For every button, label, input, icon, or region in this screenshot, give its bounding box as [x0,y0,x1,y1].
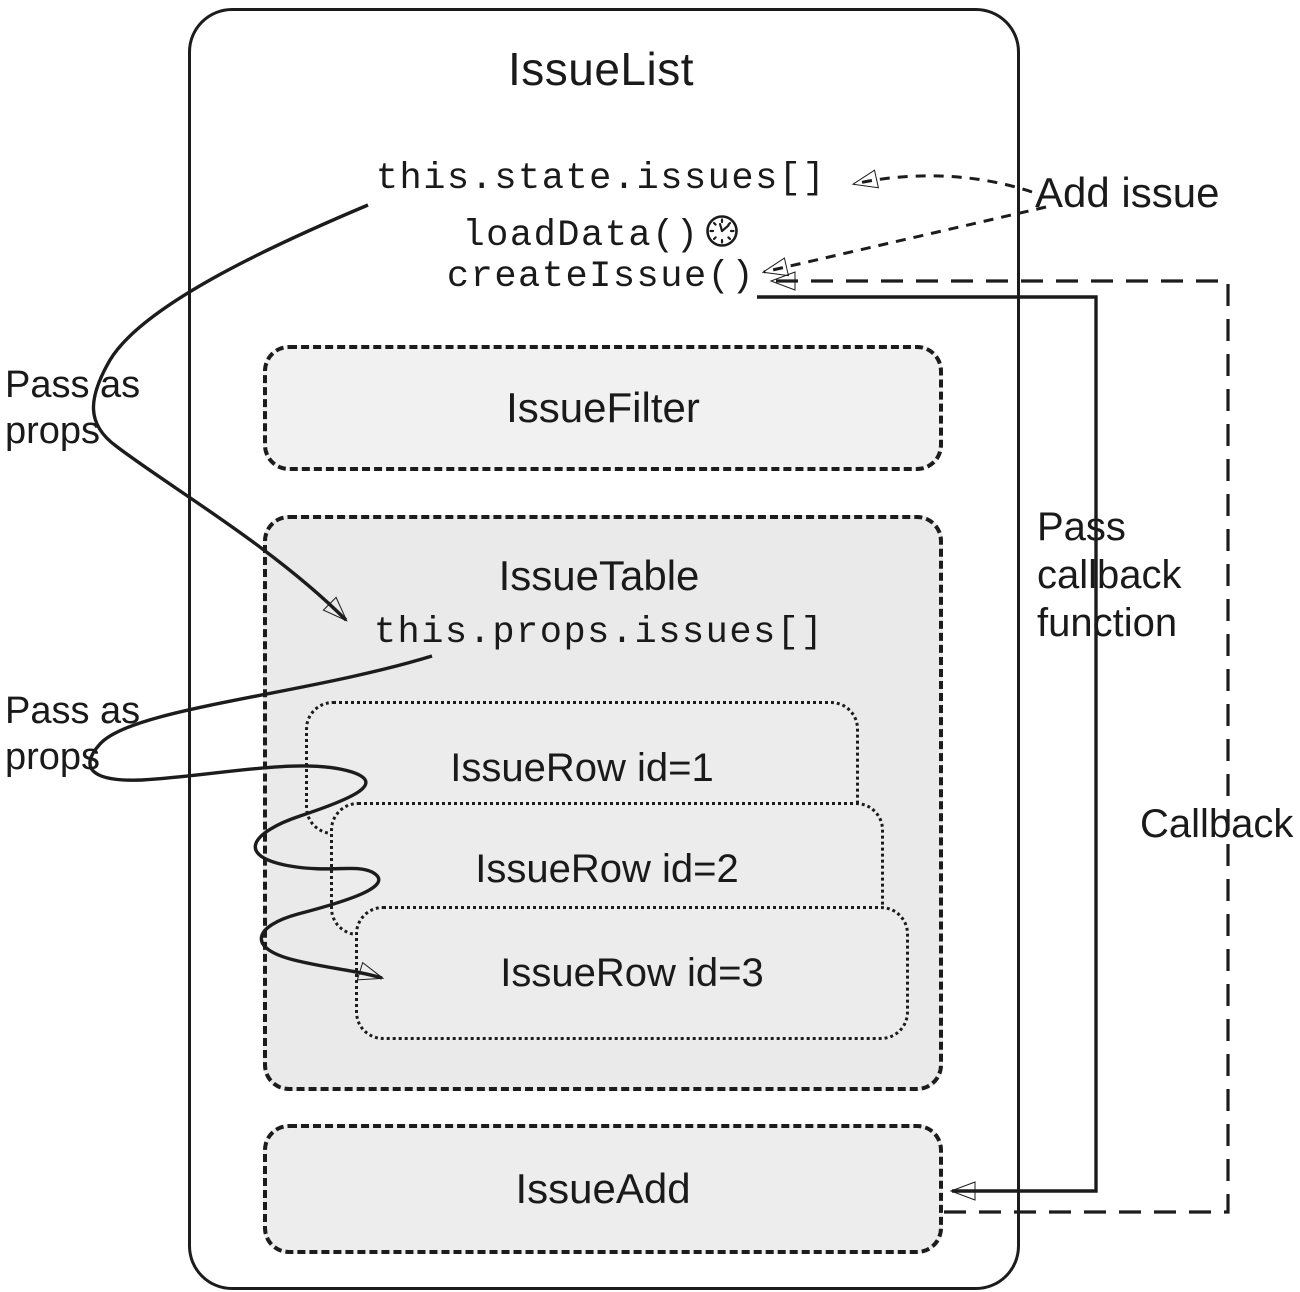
props-issues-code: this.props.issues[] [373,612,825,654]
pass-callback-function-label: Pass callback function [1037,505,1182,645]
issuerow-3-label: IssueRow id=3 [500,950,764,995]
issuelist-title: IssueList [507,43,695,95]
issuerow-2-label: IssueRow id=2 [475,846,739,891]
createissue-code: createIssue() [446,256,756,298]
callback-label: Callback [1140,802,1294,846]
issuerow-1-label: IssueRow id=1 [450,745,714,790]
loaddata-code-text: loadData() [462,215,700,257]
issuefilter-box: IssueFilter [263,345,943,471]
clock-icon [704,213,740,261]
state-issues-code: this.state.issues[] [375,158,827,200]
add-issue-label: Add issue [1035,169,1220,216]
loaddata-code: loadData() [188,213,1014,261]
issuetable-label: IssueTable [498,552,700,599]
issuefilter-label: IssueFilter [506,384,700,431]
issuerow-3-box: IssueRow id=3 [355,906,909,1040]
pass-as-props-label-1: Pass as props [5,364,141,453]
pass-as-props-label-2: Pass as props [5,690,141,779]
issueadd-box: IssueAdd [263,1124,943,1254]
issueadd-label: IssueAdd [515,1165,691,1212]
